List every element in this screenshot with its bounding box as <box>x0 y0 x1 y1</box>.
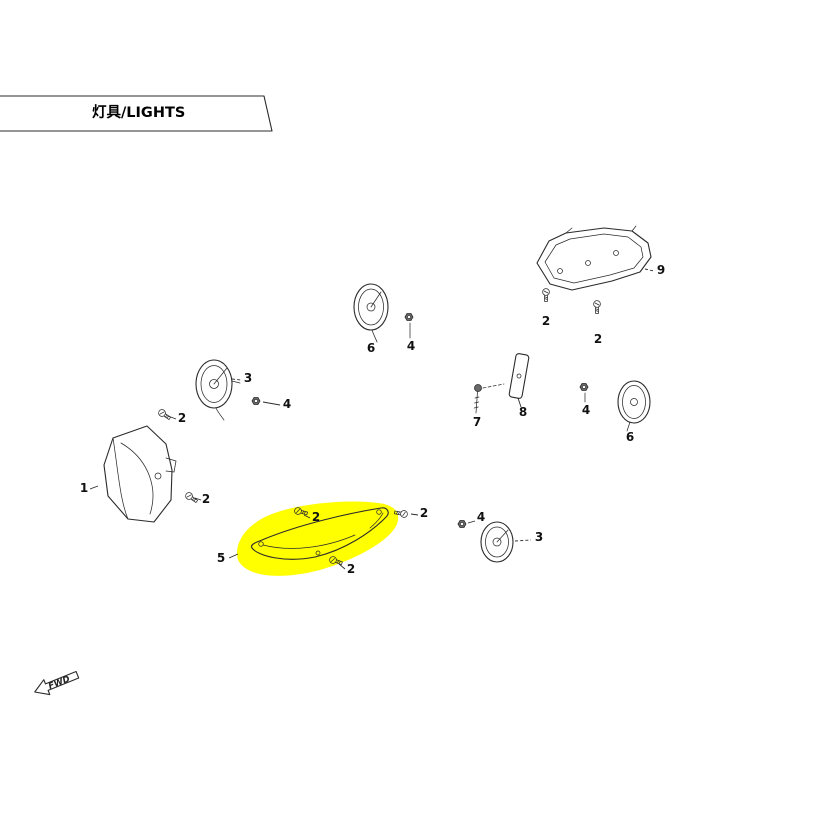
svg-text:7: 7 <box>473 415 481 429</box>
part-side-marker[interactable] <box>250 507 389 560</box>
callout-2-marker-bottom[interactable]: 2 <box>338 562 355 576</box>
svg-text:1: 1 <box>80 481 88 495</box>
callout-4-lamp3-right[interactable]: 4 <box>467 510 485 524</box>
fwd-label: FWD <box>47 674 71 692</box>
part-position-lamp-right <box>480 521 514 563</box>
part-position-lamp-left <box>195 359 241 421</box>
svg-text:4: 4 <box>477 510 485 524</box>
callout-3-left[interactable]: 3 <box>231 371 252 385</box>
svg-text:4: 4 <box>582 403 590 417</box>
nut-icon <box>251 397 261 405</box>
callout-2-headlight[interactable]: 2 <box>194 492 210 506</box>
part-round-lamp-top <box>353 283 389 343</box>
callout-2-taillight-left[interactable]: 2 <box>542 314 550 328</box>
callout-8-reflector[interactable]: 8 <box>517 397 527 419</box>
callout-6-right[interactable]: 6 <box>626 430 634 444</box>
part-5-highlight <box>237 501 399 576</box>
callout-4-lamp3-left[interactable]: 4 <box>262 397 291 411</box>
part-reflector <box>508 353 530 399</box>
nut-icon <box>404 313 414 321</box>
svg-text:4: 4 <box>407 339 415 353</box>
callout-2-taillight-right[interactable]: 2 <box>594 332 602 346</box>
callout-2-marker-right[interactable]: 2 <box>410 506 428 520</box>
svg-text:2: 2 <box>542 314 550 328</box>
svg-text:4: 4 <box>283 397 291 411</box>
svg-text:2: 2 <box>420 506 428 520</box>
callout-6-top[interactable]: 6 <box>367 341 375 355</box>
callout-5-marker[interactable]: 5 <box>217 551 239 565</box>
title-tab: 灯具/LIGHTS <box>0 95 273 132</box>
nut-icon <box>457 520 467 528</box>
svg-text:2: 2 <box>347 562 355 576</box>
part-bolt <box>473 383 505 414</box>
part-round-lamp-right <box>617 380 651 432</box>
nut-icon <box>579 383 589 391</box>
svg-text:2: 2 <box>594 332 602 346</box>
svg-text:2: 2 <box>202 492 210 506</box>
callout-3-right[interactable]: 3 <box>514 530 543 544</box>
callout-4-right[interactable]: 4 <box>582 403 590 417</box>
callout-9-taillight[interactable]: 9 <box>644 263 665 277</box>
callout-2-marker-top[interactable]: 2 <box>303 510 320 524</box>
svg-text:2: 2 <box>312 510 320 524</box>
fwd-arrow: FWD <box>34 670 80 696</box>
svg-text:5: 5 <box>217 551 225 565</box>
screw-icon <box>156 407 173 422</box>
svg-text:8: 8 <box>519 405 527 419</box>
svg-text:3: 3 <box>535 530 543 544</box>
svg-text:9: 9 <box>657 263 665 277</box>
svg-text:3: 3 <box>244 371 252 385</box>
part-taillight <box>536 225 652 291</box>
callout-4-top[interactable]: 4 <box>407 339 415 353</box>
callout-1-headlight[interactable]: 1 <box>80 481 99 495</box>
svg-text:6: 6 <box>626 430 634 444</box>
callout-7-bolt[interactable]: 7 <box>473 415 481 429</box>
screw-icon <box>542 288 550 302</box>
page-title: 灯具/LIGHTS <box>92 104 185 121</box>
screw-icon <box>183 490 200 505</box>
callout-2-lamp3-left[interactable]: 2 <box>167 411 186 425</box>
svg-text:6: 6 <box>367 341 375 355</box>
part-headlight <box>103 425 177 523</box>
screw-icon <box>593 300 601 314</box>
svg-text:2: 2 <box>178 411 186 425</box>
